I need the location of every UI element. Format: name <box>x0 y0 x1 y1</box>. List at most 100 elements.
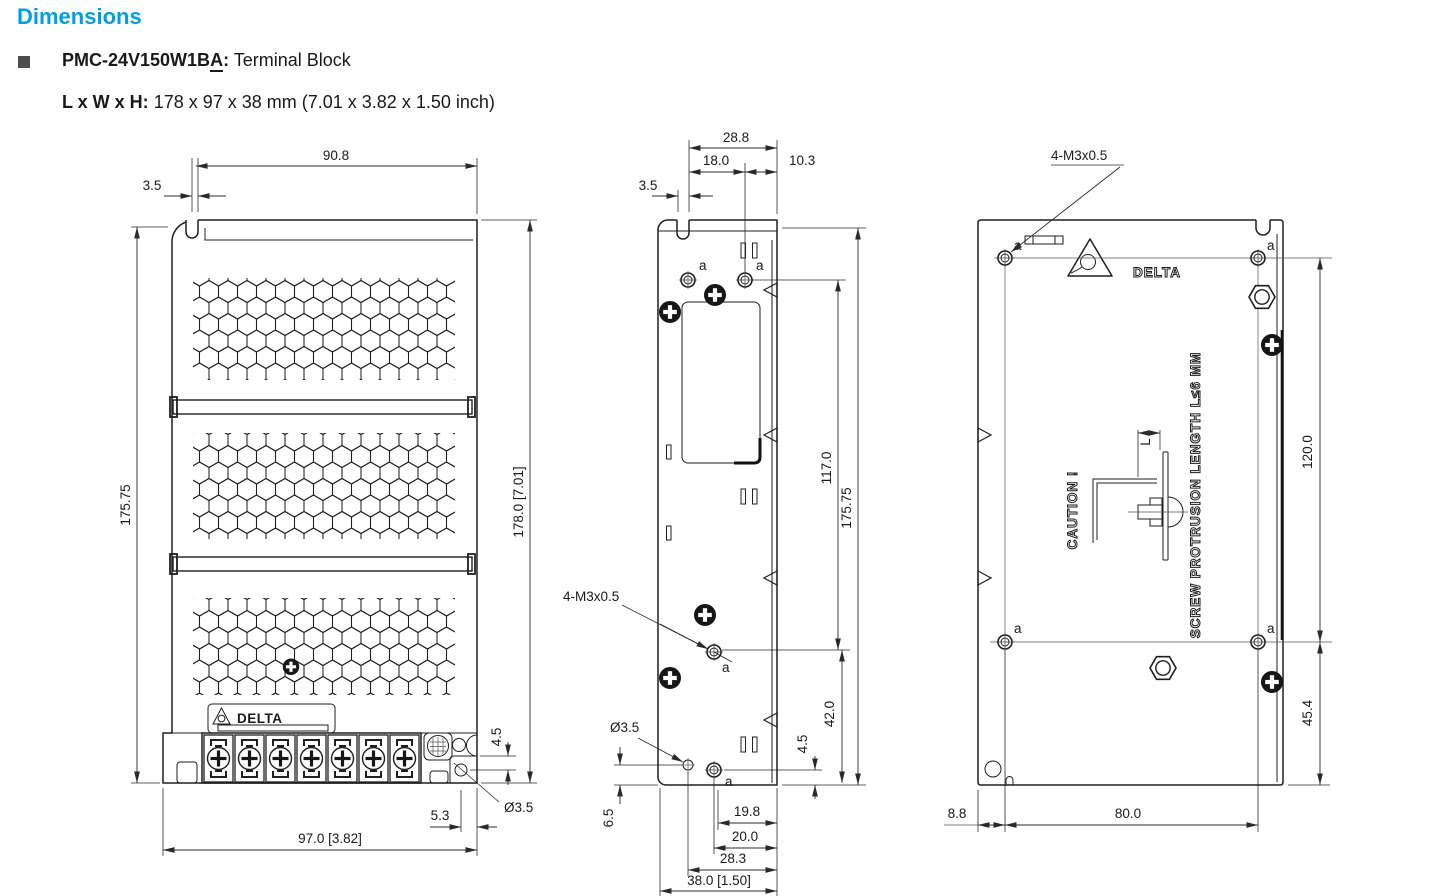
terminal-7 <box>388 733 421 784</box>
dim-side-42: 42.0 <box>822 701 837 727</box>
side-tab-icon <box>763 570 778 586</box>
hole-label-a: a <box>1014 238 1022 253</box>
side-case-outline <box>657 219 778 786</box>
dim-side-28-8: 28.8 <box>723 130 749 145</box>
front-mount-hole <box>454 763 468 777</box>
screw-cross-section <box>1128 496 1188 528</box>
delta-swirl-icon <box>217 714 226 723</box>
dim-back-45-4: 45.4 <box>1300 699 1315 726</box>
chassis-plate <box>1162 451 1169 561</box>
size-label: L x W x H: <box>62 92 149 112</box>
size-value: 178 x 97 x 38 mm (7.01 x 3.82 x 1.50 inc… <box>148 92 495 112</box>
front-vent-panels <box>193 278 455 695</box>
vent-panel-top <box>193 278 455 380</box>
dim-front-notch: 3.5 <box>143 178 162 193</box>
page-title: Dimensions <box>17 4 142 29</box>
led-indicator <box>452 738 466 752</box>
back-tab-icon <box>977 427 992 443</box>
hole-label-a: a <box>756 258 764 273</box>
dim-front-hole-dia: Ø3.5 <box>504 800 533 815</box>
connector-circle <box>466 734 478 757</box>
model-number-underlined: A <box>210 50 224 72</box>
vent-screw-icon <box>281 657 301 677</box>
dim-side-20: 20.0 <box>732 829 758 844</box>
mount-hole-a <box>1248 248 1268 268</box>
terminal-3 <box>264 733 297 784</box>
back-view: DELTA a a a a CAUTION ! <box>944 148 1332 832</box>
side-dimensions: 28.8 18.0 10.3 3.5 117.0 175.75 42.0 <box>563 130 866 896</box>
hole-label-a: a <box>1014 621 1022 636</box>
caution-label: CAUTION ! <box>1065 471 1080 550</box>
front-foot-left <box>176 761 198 784</box>
dim-back-thread: 4-M3x0.5 <box>1051 148 1107 163</box>
side-tab-icon <box>763 427 778 443</box>
back-corner-hole <box>984 760 1002 778</box>
side-vent-slots <box>666 242 758 753</box>
back-top-slot <box>1024 235 1064 245</box>
caution-diagram: CAUTION ! SCREW PROTRUSION LENGTH L≤6 MM… <box>1065 351 1204 638</box>
vent-panel-bottom <box>193 598 455 695</box>
mount-bracket <box>1092 478 1157 543</box>
dim-side-18: 18.0 <box>703 153 729 168</box>
dim-back-8-8: 8.8 <box>948 806 967 821</box>
dim-front-height-left: 175.75 <box>118 484 133 525</box>
side-tab-icon <box>763 712 778 728</box>
mount-hole-a <box>704 760 724 780</box>
side-recess-panel <box>681 301 762 465</box>
terminal-4 <box>295 733 328 784</box>
phillips-screw-icon <box>1262 335 1283 356</box>
dim-front-width-top: 90.8 <box>323 148 349 163</box>
hole-label-a: a <box>725 774 733 789</box>
dim-back-80: 80.0 <box>1115 806 1141 821</box>
dim-side-117: 117.0 <box>819 452 834 485</box>
terminal-block <box>201 732 422 784</box>
dim-side-hole-dia: Ø3.5 <box>610 720 639 735</box>
front-view: DELTA <box>118 148 537 856</box>
phillips-screw-icon <box>660 668 681 689</box>
model-line: PMC-24V150W1BA: Terminal Block <box>62 50 351 72</box>
dim-side-19-8: 19.8 <box>734 804 760 819</box>
phillips-screw-icon <box>705 285 726 306</box>
dim-side-10-3: 10.3 <box>789 153 815 168</box>
back-bottom-notch <box>1005 776 1014 785</box>
model-colon: : <box>223 50 230 70</box>
terminal-6 <box>357 733 390 784</box>
delta-logo: DELTA <box>1067 238 1181 281</box>
back-hole-construction-lines <box>990 257 1332 643</box>
terminal-1 <box>202 733 235 784</box>
front-foot-right <box>429 770 449 784</box>
phillips-screw-icon <box>1262 672 1283 693</box>
back-case-outline <box>977 219 1284 786</box>
dim-side-28-3: 28.3 <box>720 851 746 866</box>
hex-nut-icon <box>1149 655 1177 681</box>
bullet-square-icon <box>18 56 30 68</box>
mount-hole-a <box>995 632 1015 652</box>
back-tab-icon <box>977 570 992 586</box>
hex-nut-icon <box>1248 284 1276 310</box>
front-separator-bars <box>169 396 476 575</box>
mount-hole-a <box>735 270 755 290</box>
size-line: L x W x H: 178 x 97 x 38 mm (7.01 x 3.82… <box>62 92 495 113</box>
front-dimensions: 90.8 3.5 175.75 178.0 [7.01] 4.5 Ø3.5 <box>118 148 537 856</box>
hole-label-a: a <box>1267 238 1275 253</box>
model-type: Terminal Block <box>229 50 351 70</box>
model-number: PMC-24V150W1B <box>62 50 211 70</box>
front-mount-pad <box>449 755 500 803</box>
front-label-plate: DELTA <box>207 703 336 734</box>
mount-hole-a <box>678 270 698 290</box>
dim-front-width-bottom: 97.0 [3.82] <box>298 831 362 846</box>
dim-front-hole-v: 4.5 <box>489 728 504 747</box>
dim-side-notch: 3.5 <box>639 178 658 193</box>
dim-front-height-right: 178.0 [7.01] <box>511 466 526 537</box>
back-dimensions: 4-M3x0.5 120.0 45.4 8.8 80.0 <box>944 148 1330 832</box>
back-logo-text: DELTA <box>1133 265 1181 280</box>
dim-back-120: 120.0 <box>1300 435 1315 469</box>
delta-triangle-icon <box>212 706 231 725</box>
terminal-2 <box>233 733 266 784</box>
hole-label-a: a <box>699 258 707 273</box>
mount-hole-a <box>1248 632 1268 652</box>
side-tab-icon <box>763 282 778 298</box>
screw-protrusion-note: SCREW PROTRUSION LENGTH L≤6 MM <box>1188 352 1203 638</box>
